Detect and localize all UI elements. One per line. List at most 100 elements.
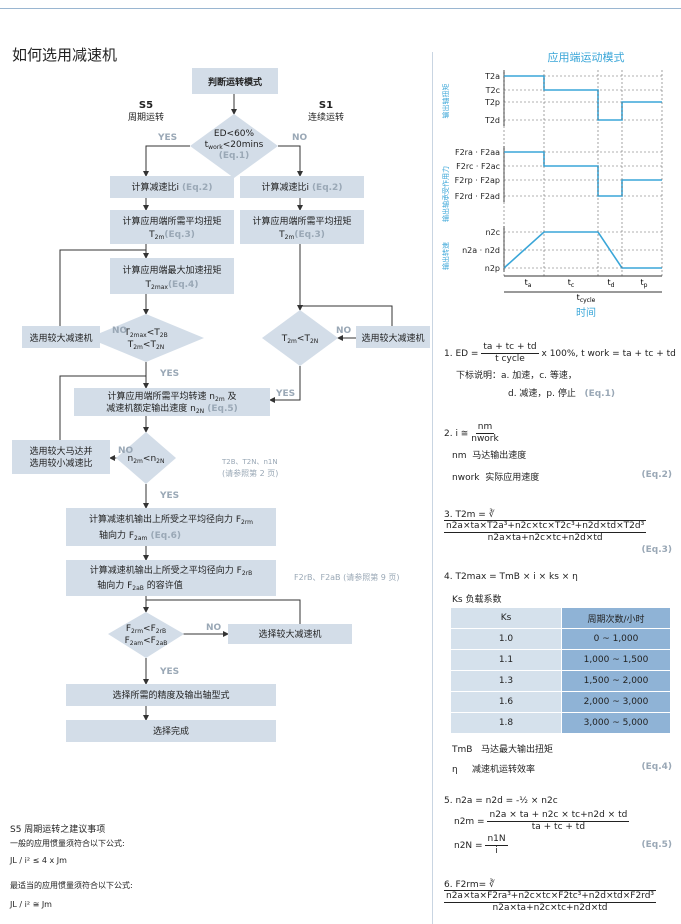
- bigger-reducer-box-right: [356, 326, 430, 348]
- ref-force: F2rB、F2aB (请参照第 9 页): [294, 572, 400, 582]
- ks-value: 1.0: [451, 628, 562, 650]
- segment-label-ta: ta: [525, 278, 532, 289]
- ks-value: 1.3: [451, 670, 562, 692]
- s1-name: 连续运转: [308, 111, 344, 123]
- torque-label-s5: 计算应用端所需平均扭矩: [122, 215, 221, 227]
- motor-line2: 选用较小减速比: [29, 457, 92, 469]
- ks-header-ks: Ks: [451, 608, 562, 629]
- formula-5-eq: (Eq.5): [641, 840, 673, 850]
- motion-diagram: 应用端运动模式 输出轴扭矩 输出轴承受作用力 输出转速 T2aT2cT2pT2d…: [441, 50, 663, 319]
- formula-1-desc1: 下标说明：a. 加速，c. 等速，: [456, 371, 577, 381]
- decision-torque-s5-line2: T2m<T2N: [127, 340, 165, 351]
- torque-box-s5: [110, 210, 234, 244]
- no-label-3: NO: [336, 326, 352, 336]
- ratio-box-s5: [110, 176, 234, 198]
- torque-sym-s5: T2m(Eq.3): [148, 230, 195, 241]
- speed-line1: 计算应用端所需平均转速 n2m 及: [107, 390, 236, 403]
- decision-force: [108, 612, 184, 658]
- torque-profile-line: [504, 75, 662, 121]
- maxtorque-label: 计算应用端最大加速扭矩: [122, 264, 221, 276]
- no-label-5: NO: [206, 623, 222, 633]
- page-title: 如何选用减速机: [12, 46, 118, 64]
- precision-label: 选择所需的精度及输出轴型式: [112, 689, 229, 701]
- allow-box: [66, 560, 276, 596]
- speed-line2: 减速机额定输出速度 n2N (Eq.5): [106, 402, 238, 415]
- no-label-1: NO: [292, 133, 308, 143]
- done-label: 选择完成: [153, 725, 189, 737]
- ratio-box-s1: [240, 176, 364, 198]
- torque-level-label: T2d: [484, 116, 500, 125]
- cycle-range: 1,500 ~ 2,000: [561, 670, 671, 692]
- time-label: 时间: [576, 306, 596, 319]
- decision-force-line2: F2am<F2aB: [125, 636, 168, 647]
- formula-2-nwork: nwork 实际应用速度: [452, 473, 540, 483]
- decision-speed-label: n2m<n2N: [128, 454, 165, 465]
- s5-notes-formula1: JL / i² ≤ 4 x Jm: [10, 856, 67, 865]
- yes-label-4: YES: [159, 491, 179, 501]
- axis-force-label: 输出轴承受作用力: [441, 166, 450, 222]
- speed-level-label: n2p: [485, 264, 500, 273]
- formula-3-eq: (Eq.3): [641, 545, 673, 555]
- decision-torque-s1: [262, 310, 338, 366]
- ks-value: 1.6: [451, 691, 562, 713]
- s5-name: 周期运转: [128, 111, 164, 123]
- no-label-2: NO: [112, 326, 128, 336]
- ks-value: 1.8: [451, 712, 562, 734]
- formula-4-eq: (Eq.4): [641, 762, 673, 772]
- segment-label-td: td: [608, 278, 615, 289]
- formula-4: 4. T2max = TmB × i × ks × η: [444, 572, 578, 582]
- done-box: [66, 720, 276, 742]
- torque-box-s1: [240, 210, 364, 244]
- yes-label-5: YES: [159, 667, 179, 677]
- motion-title: 应用端运动模式: [548, 50, 625, 64]
- bigger-reducer-label-left: 选用较大减速机: [29, 332, 92, 344]
- decision-ed-line1: ED<60%: [214, 129, 255, 139]
- speed-profile-line: [503, 231, 662, 269]
- formula-1-desc2: d. 减速，p. 停止 (Eq.1): [508, 389, 615, 399]
- motor-line1: 选用较大马达并: [29, 445, 92, 457]
- cycle-label: tcycle: [577, 293, 596, 304]
- torque-level-label: T2a: [484, 72, 500, 81]
- formula-3: 3. T2m = ∛ n2a×ta×T2a³+n2c×tc×T2c³+n2d×t…: [444, 510, 647, 543]
- force-profile-line: [504, 151, 662, 197]
- ks-header-cycles: 周期次数/小时: [561, 608, 671, 629]
- speed-level-label: n2a · n2d: [462, 246, 500, 255]
- allow-line1: 计算减速机输出上所受之平均径向力 F2rB: [90, 564, 252, 577]
- s5-code: S5: [139, 100, 153, 111]
- formula-6: 6. F2rm= ∛ n2a×ta×F2ra³+n2c×tc×F2tc³+n2d…: [444, 880, 657, 913]
- start-label: 判断运转模式: [208, 76, 262, 88]
- s5-notes-line1: 一般的应用惯量须符合以下公式:: [10, 839, 125, 848]
- torque-level-label: T2c: [485, 86, 500, 95]
- formula-4-eta: η 减速机运转效率: [452, 765, 536, 775]
- cycle-range: 0 ~ 1,000: [561, 628, 671, 650]
- force-line2: 轴向力 F2am (Eq.6): [99, 529, 181, 542]
- precision-box: [66, 684, 276, 706]
- force-line1: 计算减速机输出上所受之平均径向力 F2rm: [89, 513, 253, 526]
- ref-speed-values: T2B、T2N、n1N: [221, 458, 278, 466]
- cycle-range: 1,000 ~ 1,500: [561, 649, 671, 671]
- segment-label-tc: tc: [568, 278, 574, 289]
- allow-line2: 轴向力 F2aB 的容许值: [97, 579, 183, 592]
- force-level-label: F2rc · F2ac: [456, 162, 500, 171]
- decision-ed-line2: twork<20mins: [205, 140, 264, 151]
- start-box: [192, 68, 278, 94]
- formula-4-ks: Ks 负载系数: [452, 595, 502, 605]
- bigger-reducer-box-left: [22, 326, 100, 348]
- force-level-label: F2rd · F2ad: [455, 192, 500, 201]
- yes-label-3: YES: [275, 389, 295, 399]
- ks-table-header: Ks 周期次数/小时: [451, 608, 671, 629]
- no-label-4: NO: [118, 446, 134, 456]
- yes-label-2: YES: [159, 369, 179, 379]
- formula-4-tmb: TmB 马达最大输出扭矩: [452, 745, 554, 755]
- formula-2-nm: nm 马达输出速度: [452, 451, 527, 461]
- decision-speed: [116, 432, 176, 484]
- axis-torque-label: 输出轴扭矩: [441, 84, 450, 119]
- torque-sym-s1: T2m(Eq.3): [278, 230, 325, 241]
- speed-box: [74, 388, 270, 416]
